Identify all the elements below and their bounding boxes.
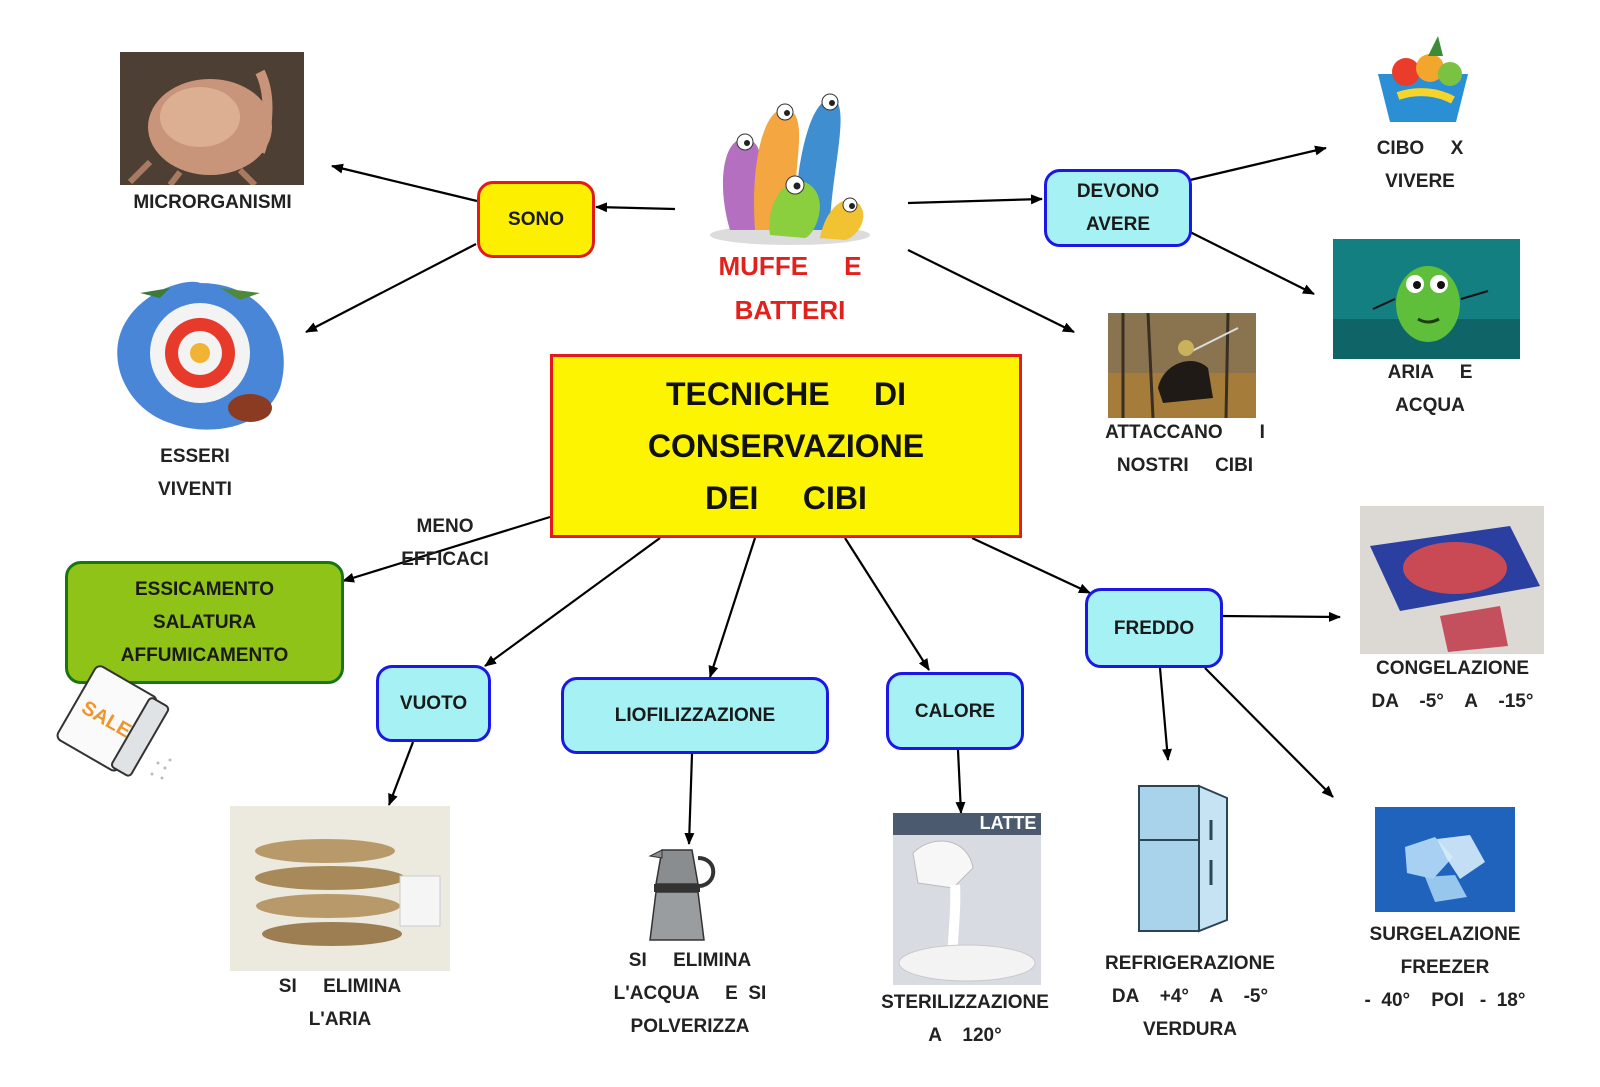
congelazione-label: CONGELAZIONE DA -5° A -15° bbox=[1371, 658, 1534, 712]
meno-efficaci-label: MENO EFFICACI bbox=[401, 516, 489, 570]
node-devono-avere: DEVONO AVERE bbox=[1044, 169, 1192, 247]
arrow-main-essicamento bbox=[342, 515, 551, 583]
fruit-basket-illustration bbox=[1378, 36, 1468, 122]
refrigerazione-label: REFRIGERAZIONE DA +4° A -5° VERDURA bbox=[1105, 953, 1275, 1040]
salt-shaker-image: SALE bbox=[40, 658, 180, 788]
arrow-vuoto-fish bbox=[387, 741, 415, 806]
node-sono: SONO bbox=[477, 181, 595, 258]
ice-image bbox=[1375, 807, 1515, 912]
surgelazione-label: SURGELAZIONE FREEZER - 40° POI - 18° bbox=[1364, 924, 1526, 1011]
living-beings-image bbox=[100, 268, 300, 438]
arrow-hub-attaccano bbox=[907, 249, 1075, 333]
milk-pour-illustration bbox=[893, 813, 1041, 985]
mite-illustration bbox=[120, 52, 304, 185]
moka-illustration bbox=[648, 849, 716, 941]
vacuum-fish-image bbox=[230, 806, 450, 971]
node-calore: CALORE bbox=[886, 672, 1024, 750]
attack-knight-image bbox=[1108, 313, 1256, 418]
packed-fish-illustration bbox=[230, 806, 450, 971]
underwater-frog-illustration bbox=[1333, 239, 1520, 359]
node-freddo: FREDDO bbox=[1085, 588, 1223, 668]
moka-pot-image bbox=[640, 844, 725, 944]
elimina-aria-label: SI ELIMINA L'ARIA bbox=[278, 976, 402, 1030]
microbes-image bbox=[695, 60, 885, 250]
arrow-freddo-congelazione bbox=[1220, 611, 1341, 622]
arrow-freddo-frigo bbox=[1158, 667, 1173, 761]
aria-acqua-label: ARIA E ACQUA bbox=[1387, 362, 1473, 416]
frozen-meat-illustration bbox=[1360, 506, 1544, 654]
salt-shaker-illustration: SALE bbox=[56, 665, 172, 780]
frozen-meat-image bbox=[1360, 506, 1544, 654]
evolution-spiral-illustration bbox=[117, 281, 284, 430]
arrow-main-liofilizzazione bbox=[708, 537, 757, 678]
arrow-calore-latte bbox=[955, 749, 966, 814]
arrow-liofi-moka bbox=[684, 753, 695, 845]
sterilizzazione-label: STERILIZZAZIONE A 120° bbox=[881, 992, 1049, 1046]
arrow-sono-esseri bbox=[305, 243, 477, 333]
arrow-main-vuoto bbox=[484, 537, 661, 667]
arrow-hub-devono bbox=[907, 194, 1043, 205]
arrow-hub-sono bbox=[595, 202, 676, 213]
milk-image: LATTE bbox=[893, 813, 1041, 985]
attaccano-label: ATTACCANO I NOSTRI CIBI bbox=[1105, 422, 1265, 476]
esseri-viventi-label: ESSERI VIVENTI bbox=[158, 446, 232, 500]
food-basket-image bbox=[1368, 34, 1478, 126]
elimina-acqua-label: SI ELIMINA L'ACQUA E SI POLVERIZZA bbox=[613, 950, 767, 1037]
ice-cubes-illustration bbox=[1375, 807, 1515, 912]
knight-illustration bbox=[1108, 313, 1256, 418]
arrow-devono-cibo bbox=[1189, 145, 1327, 182]
microorganism-image bbox=[120, 52, 304, 185]
microrganismi-label: MICRORGANISMI bbox=[133, 192, 292, 213]
arrow-devono-aria bbox=[1189, 231, 1315, 295]
fridge-image bbox=[1135, 780, 1235, 935]
arrow-main-calore bbox=[844, 537, 930, 671]
arrow-main-freddo bbox=[971, 537, 1091, 594]
node-essicamento: ESSICAMENTO SALATURA AFFUMICAMENTO bbox=[65, 561, 344, 684]
arrow-sono-microrganismi bbox=[331, 163, 478, 203]
hub-label: MUFFE E BATTERI bbox=[718, 251, 862, 325]
node-vuoto: VUOTO bbox=[376, 665, 491, 742]
main-title-box: TECNICHE DI CONSERVAZIONE DEI CIBI bbox=[550, 354, 1022, 538]
microbes-illustration bbox=[710, 93, 870, 245]
node-liofilizzazione: LIOFILIZZAZIONE bbox=[561, 677, 829, 754]
arrow-freddo-surgelazione bbox=[1204, 667, 1334, 798]
air-water-image bbox=[1333, 239, 1520, 359]
cibo-vivere-label: CIBO X VIVERE bbox=[1376, 138, 1464, 192]
fridge-illustration bbox=[1138, 784, 1228, 933]
latte-label: LATTE bbox=[979, 813, 1037, 833]
